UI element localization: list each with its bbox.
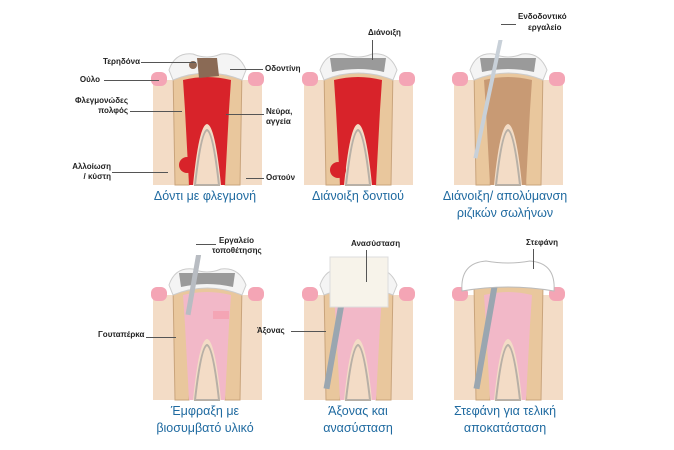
label-cyst-1: Αλλοίωση <box>72 162 111 171</box>
inner-bone <box>344 343 372 401</box>
pulp <box>183 77 231 185</box>
label-placement-tool-2: τοποθέτησης <box>212 246 262 255</box>
label-bone: Οστούν <box>266 173 296 182</box>
label-nerves-1: Νεύρα, <box>266 107 293 116</box>
inner-bone <box>494 128 522 186</box>
leader-line <box>104 80 159 81</box>
label-endo-tool-2: εργαλείο <box>528 23 562 32</box>
caries <box>197 58 219 78</box>
label-placement-tool-1: Εργαλείο <box>219 236 255 245</box>
label-restoration: Ανασύσταση <box>351 239 401 248</box>
placement-tool <box>185 255 207 316</box>
leader-line <box>196 244 216 245</box>
label-opening: Διάνοιξη <box>368 28 401 37</box>
tooth-inflamed <box>151 53 264 186</box>
panel-title-opening: Διάνοιξη δοντιού <box>311 189 405 203</box>
label-crown: Στεφάνη <box>526 238 559 247</box>
tooth-filled <box>151 255 264 401</box>
label-pulp-1: Φλεγμονώδες <box>74 96 128 105</box>
leader-line <box>501 24 516 25</box>
gum <box>302 287 318 301</box>
inner-bone <box>193 128 221 186</box>
label-gum: Ούλο <box>79 75 100 84</box>
leader-line <box>533 249 534 269</box>
cyst <box>330 162 346 178</box>
label-dentin: Οδοντίνη <box>265 64 301 73</box>
label-nerves-2: αγγεία <box>266 117 291 126</box>
tooth-opened <box>302 53 415 186</box>
inner-bone <box>344 128 372 186</box>
leader-line <box>226 114 264 115</box>
pulp <box>484 292 532 400</box>
inner-bone <box>494 343 522 401</box>
leader-line <box>230 69 263 70</box>
endo-file <box>473 40 509 159</box>
pulp <box>334 77 382 185</box>
pulp <box>334 292 382 400</box>
crown <box>461 260 555 292</box>
leader-line <box>246 178 264 179</box>
cyst <box>179 157 195 173</box>
label-endo-tool-1: Ενδοδοντικό <box>518 12 567 21</box>
panel-title-inflamed: Δόντι με φλεγμονή <box>153 189 257 203</box>
label-cyst-2: / κύστη <box>83 172 112 181</box>
restoration <box>329 256 389 308</box>
tooth-cleaned <box>452 40 565 186</box>
gum <box>302 72 318 86</box>
tooth-post-restored <box>302 256 415 401</box>
tooth-crowned <box>452 260 565 401</box>
label-post: Άξονας <box>257 326 285 335</box>
leader-line <box>112 172 168 173</box>
leader-line <box>146 337 176 338</box>
label-pulp-2: πολφός <box>98 106 128 115</box>
label-caries: Τερηδόνα <box>102 57 140 66</box>
post <box>473 284 498 390</box>
gum <box>151 72 167 86</box>
leader-line <box>372 40 373 60</box>
post <box>323 284 348 390</box>
gum <box>452 72 468 86</box>
gum <box>151 287 167 301</box>
leader-line <box>366 250 367 282</box>
opening <box>330 58 386 72</box>
leader-line <box>141 62 196 63</box>
leader-line <box>291 331 326 332</box>
label-gutta-percha: Γουταπέρκα <box>98 330 145 339</box>
inner-bone <box>193 343 221 401</box>
leader-line <box>130 111 182 112</box>
pulp <box>484 77 532 185</box>
